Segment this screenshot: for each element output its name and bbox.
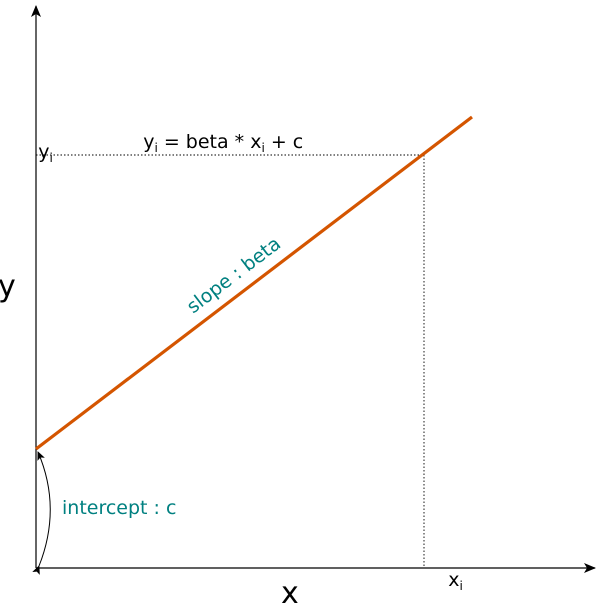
intercept-label: intercept : c xyxy=(62,497,176,519)
equation-label: yi = beta * xi + c xyxy=(113,131,321,155)
slope-label: slope : beta xyxy=(183,233,285,318)
x-axis-label: x xyxy=(281,576,299,603)
regression-line xyxy=(35,115,473,451)
intercept-arc xyxy=(32,451,51,575)
xi-label: xi xyxy=(418,569,481,595)
yi-label: yi xyxy=(8,141,71,167)
y-axis-label: y xyxy=(0,269,16,304)
